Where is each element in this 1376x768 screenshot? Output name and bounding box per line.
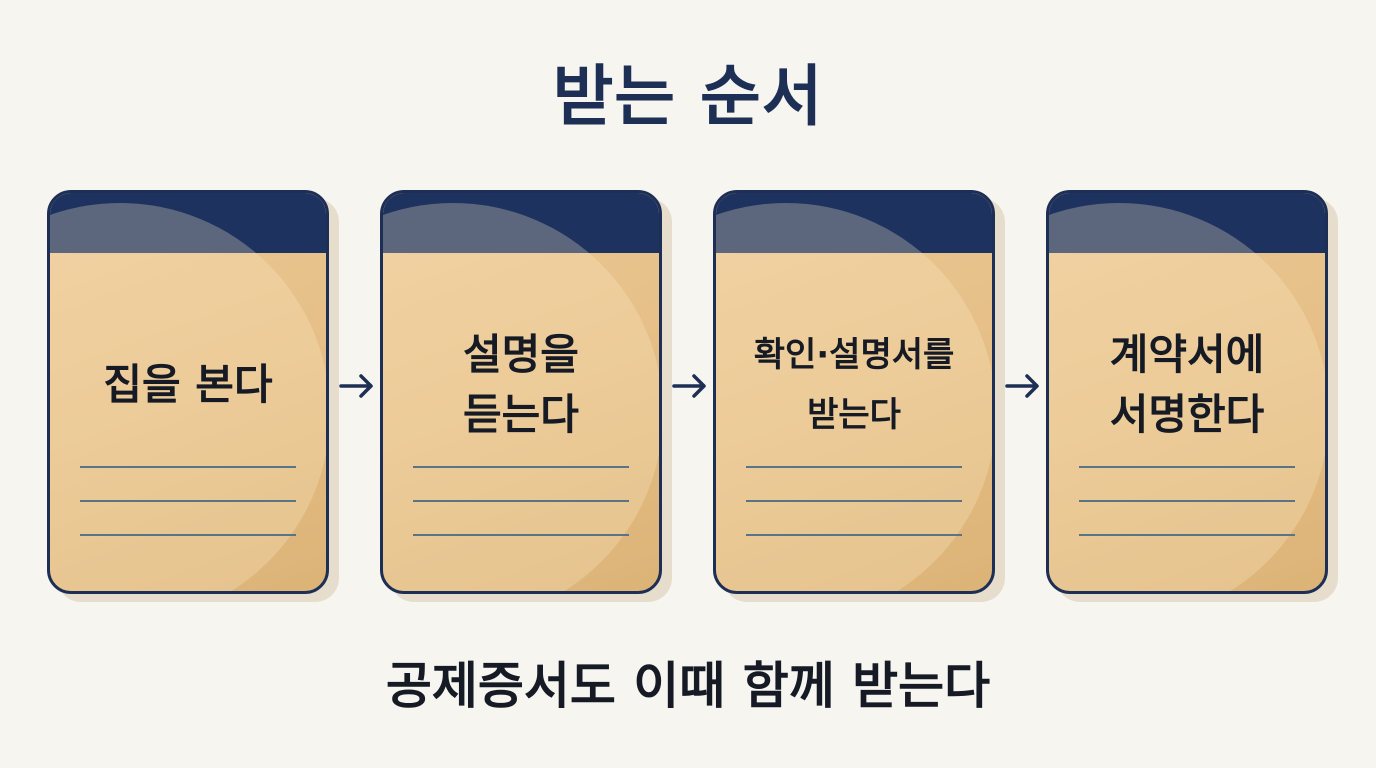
step-label-2: 설명을 듣는다 [463,330,579,439]
card-rule-line [413,466,629,468]
card-rule-line [413,500,629,502]
step-label-1: 집을 본다 [103,360,273,409]
step-card-header [383,193,659,253]
step-label-3: 확인·설명서를 받는다 [753,335,955,435]
card-rule-line [1079,466,1295,468]
card-rule-line [1079,534,1295,536]
step-card-2: 설명을 듣는다 [380,190,662,594]
card-rule-line [80,466,296,468]
step-label-4: 계약서에 서명한다 [1109,330,1265,439]
card-rule-line [746,534,962,536]
card-rule-line [1079,500,1295,502]
card-rule-line [80,500,296,502]
step-card-header [716,193,992,253]
card-rule-line [80,534,296,536]
step-card-header [1049,193,1325,253]
footer-note: 공제증서도 이때 함께 받는다 [385,657,991,715]
diagram-title: 받는 순서 [552,58,824,135]
step-card-1: 집을 본다 [47,190,329,594]
card-rule-line [413,534,629,536]
card-rule-line [746,500,962,502]
arrow-right-icon [339,374,373,398]
step-card-header [50,193,326,253]
arrow-right-icon [672,374,706,398]
arrow-right-icon [1005,374,1039,398]
card-rule-line [746,466,962,468]
step-card-4: 계약서에 서명한다 [1046,190,1328,594]
step-card-3: 확인·설명서를 받는다 [713,190,995,594]
